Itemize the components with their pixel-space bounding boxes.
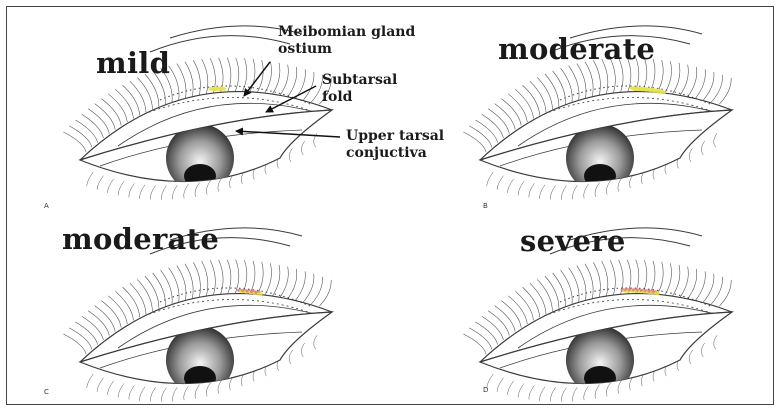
meibomian-arrow	[244, 62, 270, 96]
tarsal-arrow	[236, 131, 340, 137]
subtarsal-arrow	[266, 86, 316, 112]
